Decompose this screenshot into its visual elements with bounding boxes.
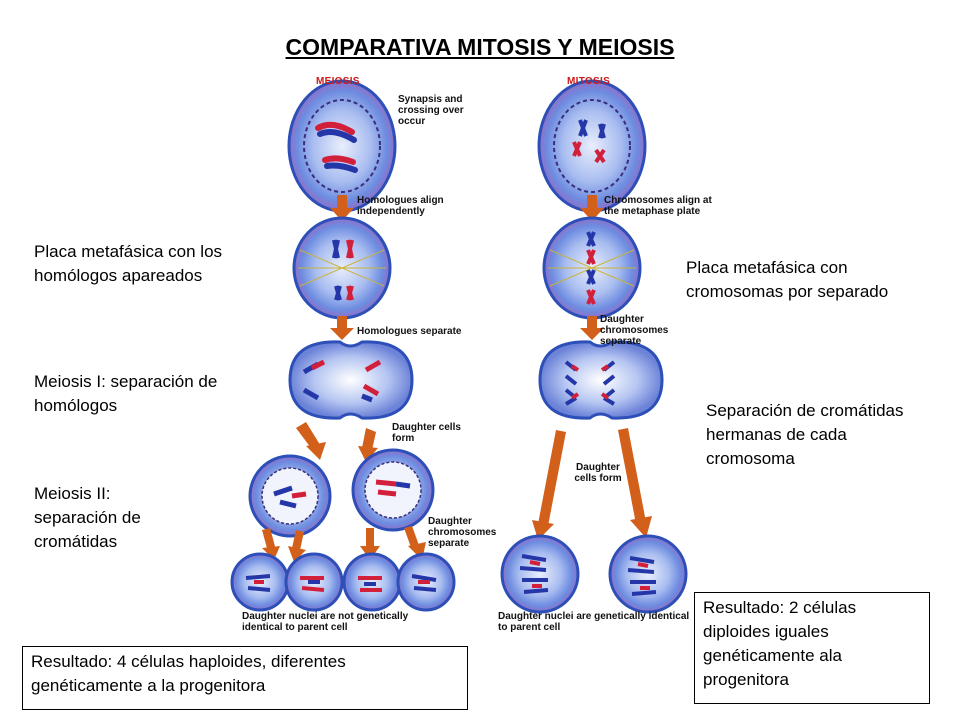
meiosis-prophase-cell (287, 79, 397, 213)
mitosis-arrow-left (532, 430, 566, 540)
label-meiosis-1: Meiosis I: separación de homólogos (34, 372, 218, 415)
mitosis-arrow-2 (580, 316, 604, 340)
label-placa-cromosomas: Placa metafásica con cromosomas por sepa… (686, 258, 889, 301)
note-synapsis: Synapsis and crossing over occur (398, 94, 464, 127)
label-separacion-cromatidas: Separación de cromátidas hermanas de cad… (706, 401, 904, 468)
note-daughter-cells-form-mitosis: Daughter cells form (574, 462, 622, 484)
result-meiosis-text: Resultado: 4 células haploides, diferent… (31, 652, 346, 695)
note-daughter-chromosomes-separate-meiosis: Daughter chromosomes separate (428, 516, 497, 549)
meiosis-2-cell-right (351, 448, 435, 532)
meiosis-daughter-nuclei (230, 552, 456, 612)
meiosis-metaphase-1-cell (292, 216, 392, 320)
note-nuclei-not-identical: Daughter nuclei are not genetically iden… (242, 611, 409, 633)
page-title: COMPARATIVA MITOSIS Y MEIOSIS (285, 34, 675, 60)
mitosis-anaphase-cell (538, 340, 664, 420)
mitosis-daughter-nuclei (500, 534, 688, 614)
note-daughter-chromosomes-separate-mitosis: Daughter chromosomes separate (600, 314, 669, 347)
result-mitosis-box: Resultado: 2 células diploides iguales g… (694, 592, 930, 704)
result-mitosis-text: Resultado: 2 células diploides iguales g… (703, 598, 857, 689)
mitosis-arrow-right (618, 428, 652, 538)
note-daughter-cells-form-meiosis: Daughter cells form (392, 422, 461, 444)
mitosis-header: MITOSIS (567, 76, 611, 87)
note-homologues-separate: Homologues separate (357, 326, 462, 337)
mitosis-prophase-cell (537, 79, 647, 213)
mitosis-arrow-1 (580, 195, 604, 221)
meiosis-arrow-1 (330, 195, 354, 221)
mitosis-metaphase-cell (542, 216, 642, 320)
meiosis-anaphase-1-cell (288, 340, 414, 420)
note-homologues-align: Homologues align independently (357, 195, 444, 217)
note-nuclei-identical: Daughter nuclei are genetically identica… (498, 611, 690, 633)
meiosis-arrow-2 (330, 316, 354, 340)
meiosis-header: MEIOSIS (316, 76, 360, 87)
meiosis-arrow-3b (358, 428, 378, 462)
meiosis-arrows-final (262, 526, 426, 562)
note-chromosomes-align: Chromosomes align at the metaphase plate (604, 195, 712, 217)
result-meiosis-box: Resultado: 4 células haploides, diferent… (22, 646, 468, 710)
label-meiosis-2: Meiosis II: separación de cromátidas (34, 484, 141, 551)
meiosis-2-cell-left (248, 454, 332, 538)
label-placa-homologos: Placa metafásica con los homólogos apare… (34, 242, 223, 285)
meiosis-arrow-3a (296, 422, 326, 460)
